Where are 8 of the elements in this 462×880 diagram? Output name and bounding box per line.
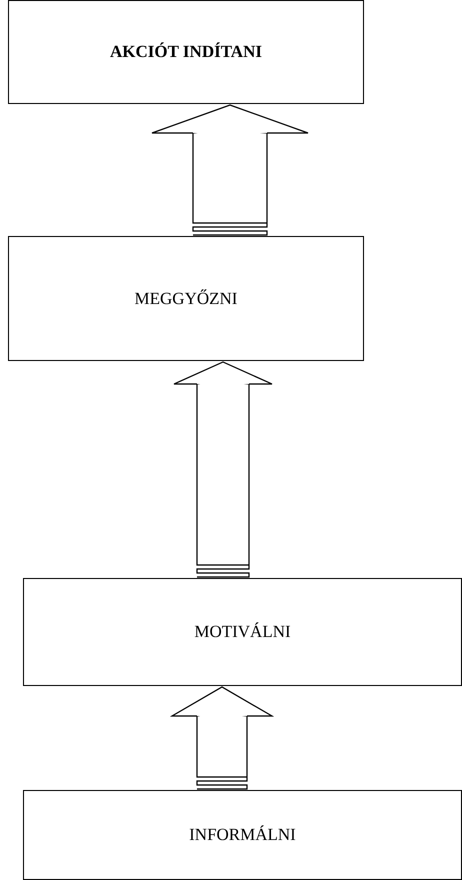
- text-box: [23, 790, 462, 880]
- text-box: [8, 236, 364, 361]
- box-label: INFORMÁLNI: [189, 825, 296, 845]
- text-box: [23, 578, 462, 686]
- text-box: [8, 0, 364, 104]
- box-label: MEGGYŐZNI: [134, 288, 238, 308]
- box-label: MOTIVÁLNI: [194, 622, 291, 642]
- box-label: AKCIÓT INDÍTANI: [110, 42, 262, 62]
